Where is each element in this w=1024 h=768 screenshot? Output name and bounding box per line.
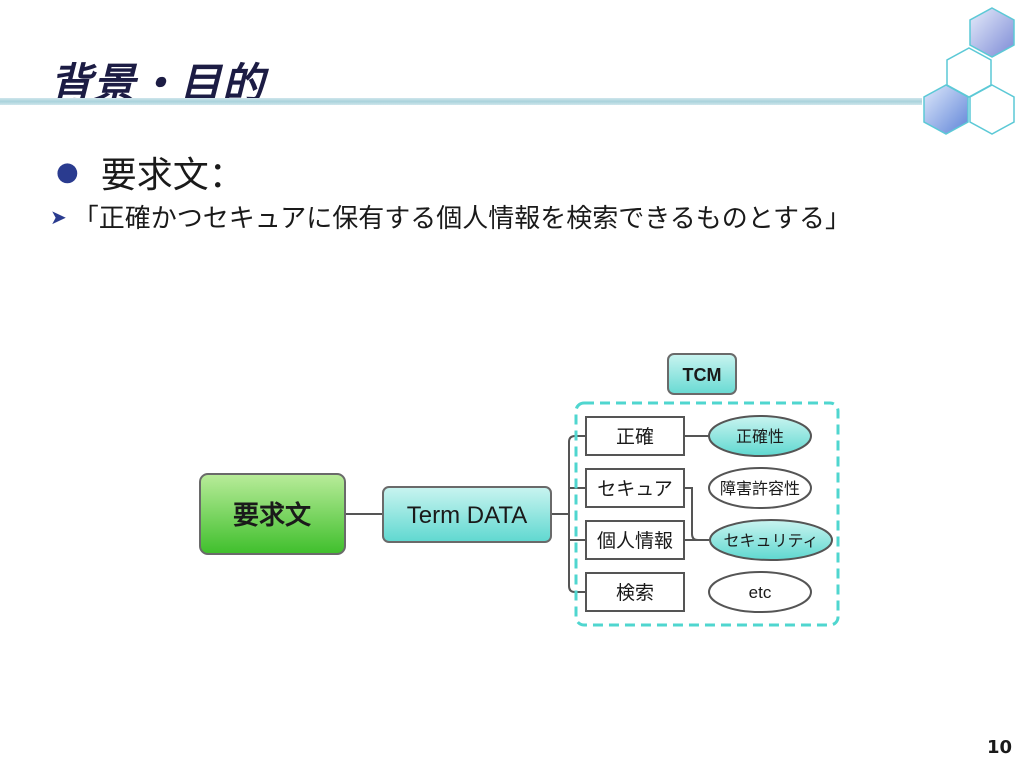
term-box [585, 416, 685, 456]
page-number: 10 [986, 737, 1012, 758]
hex-bottom-right [969, 84, 1015, 135]
attribute-label: 障害許容性 [720, 479, 800, 498]
arrow-bullet-icon: ➤ [50, 204, 67, 229]
attribute-label: 正確性 [736, 427, 784, 446]
term-data-label: Term DATA [407, 502, 527, 529]
term-box [585, 520, 685, 560]
attribute-ellipse-highlight [709, 519, 833, 561]
term-box [585, 572, 685, 612]
hex-middle [946, 47, 992, 98]
term-label: 検索 [616, 582, 654, 604]
tcm-group-border [574, 401, 840, 627]
hex-bottom-left [923, 84, 969, 135]
term-label: 個人情報 [597, 530, 673, 552]
sub-bullet: ➤ 「正確かつセキュアに保有する個人情報を検索できるものとする」 [50, 198, 851, 235]
term-label: 正確 [616, 426, 654, 448]
term-box [585, 468, 685, 508]
attribute-ellipse [708, 571, 812, 613]
attribute-ellipse-highlight [708, 415, 812, 457]
hex-top [969, 7, 1015, 58]
bullet-text: 要求文： [100, 155, 245, 196]
bullet-requirement: ● 要求文： [56, 146, 245, 198]
attribute-ellipse [708, 467, 812, 509]
attribute-label: セキュリティ [723, 531, 818, 550]
title-underline [0, 98, 922, 105]
attribute-label: etc [749, 583, 772, 602]
term-label: セキュア [597, 478, 673, 500]
tcm-label-box [667, 353, 737, 395]
tcm-label: TCM [683, 365, 722, 385]
connector-lines [345, 435, 709, 593]
term-data-node [382, 486, 552, 543]
sub-bullet-text: 「正確かつセキュアに保有する個人情報を検索できるものとする」 [72, 204, 851, 234]
hexagon-decoration [923, 7, 1015, 135]
root-node [199, 473, 346, 555]
root-label: 要求文 [233, 500, 312, 531]
bullet-dot-icon: ● [56, 157, 79, 187]
